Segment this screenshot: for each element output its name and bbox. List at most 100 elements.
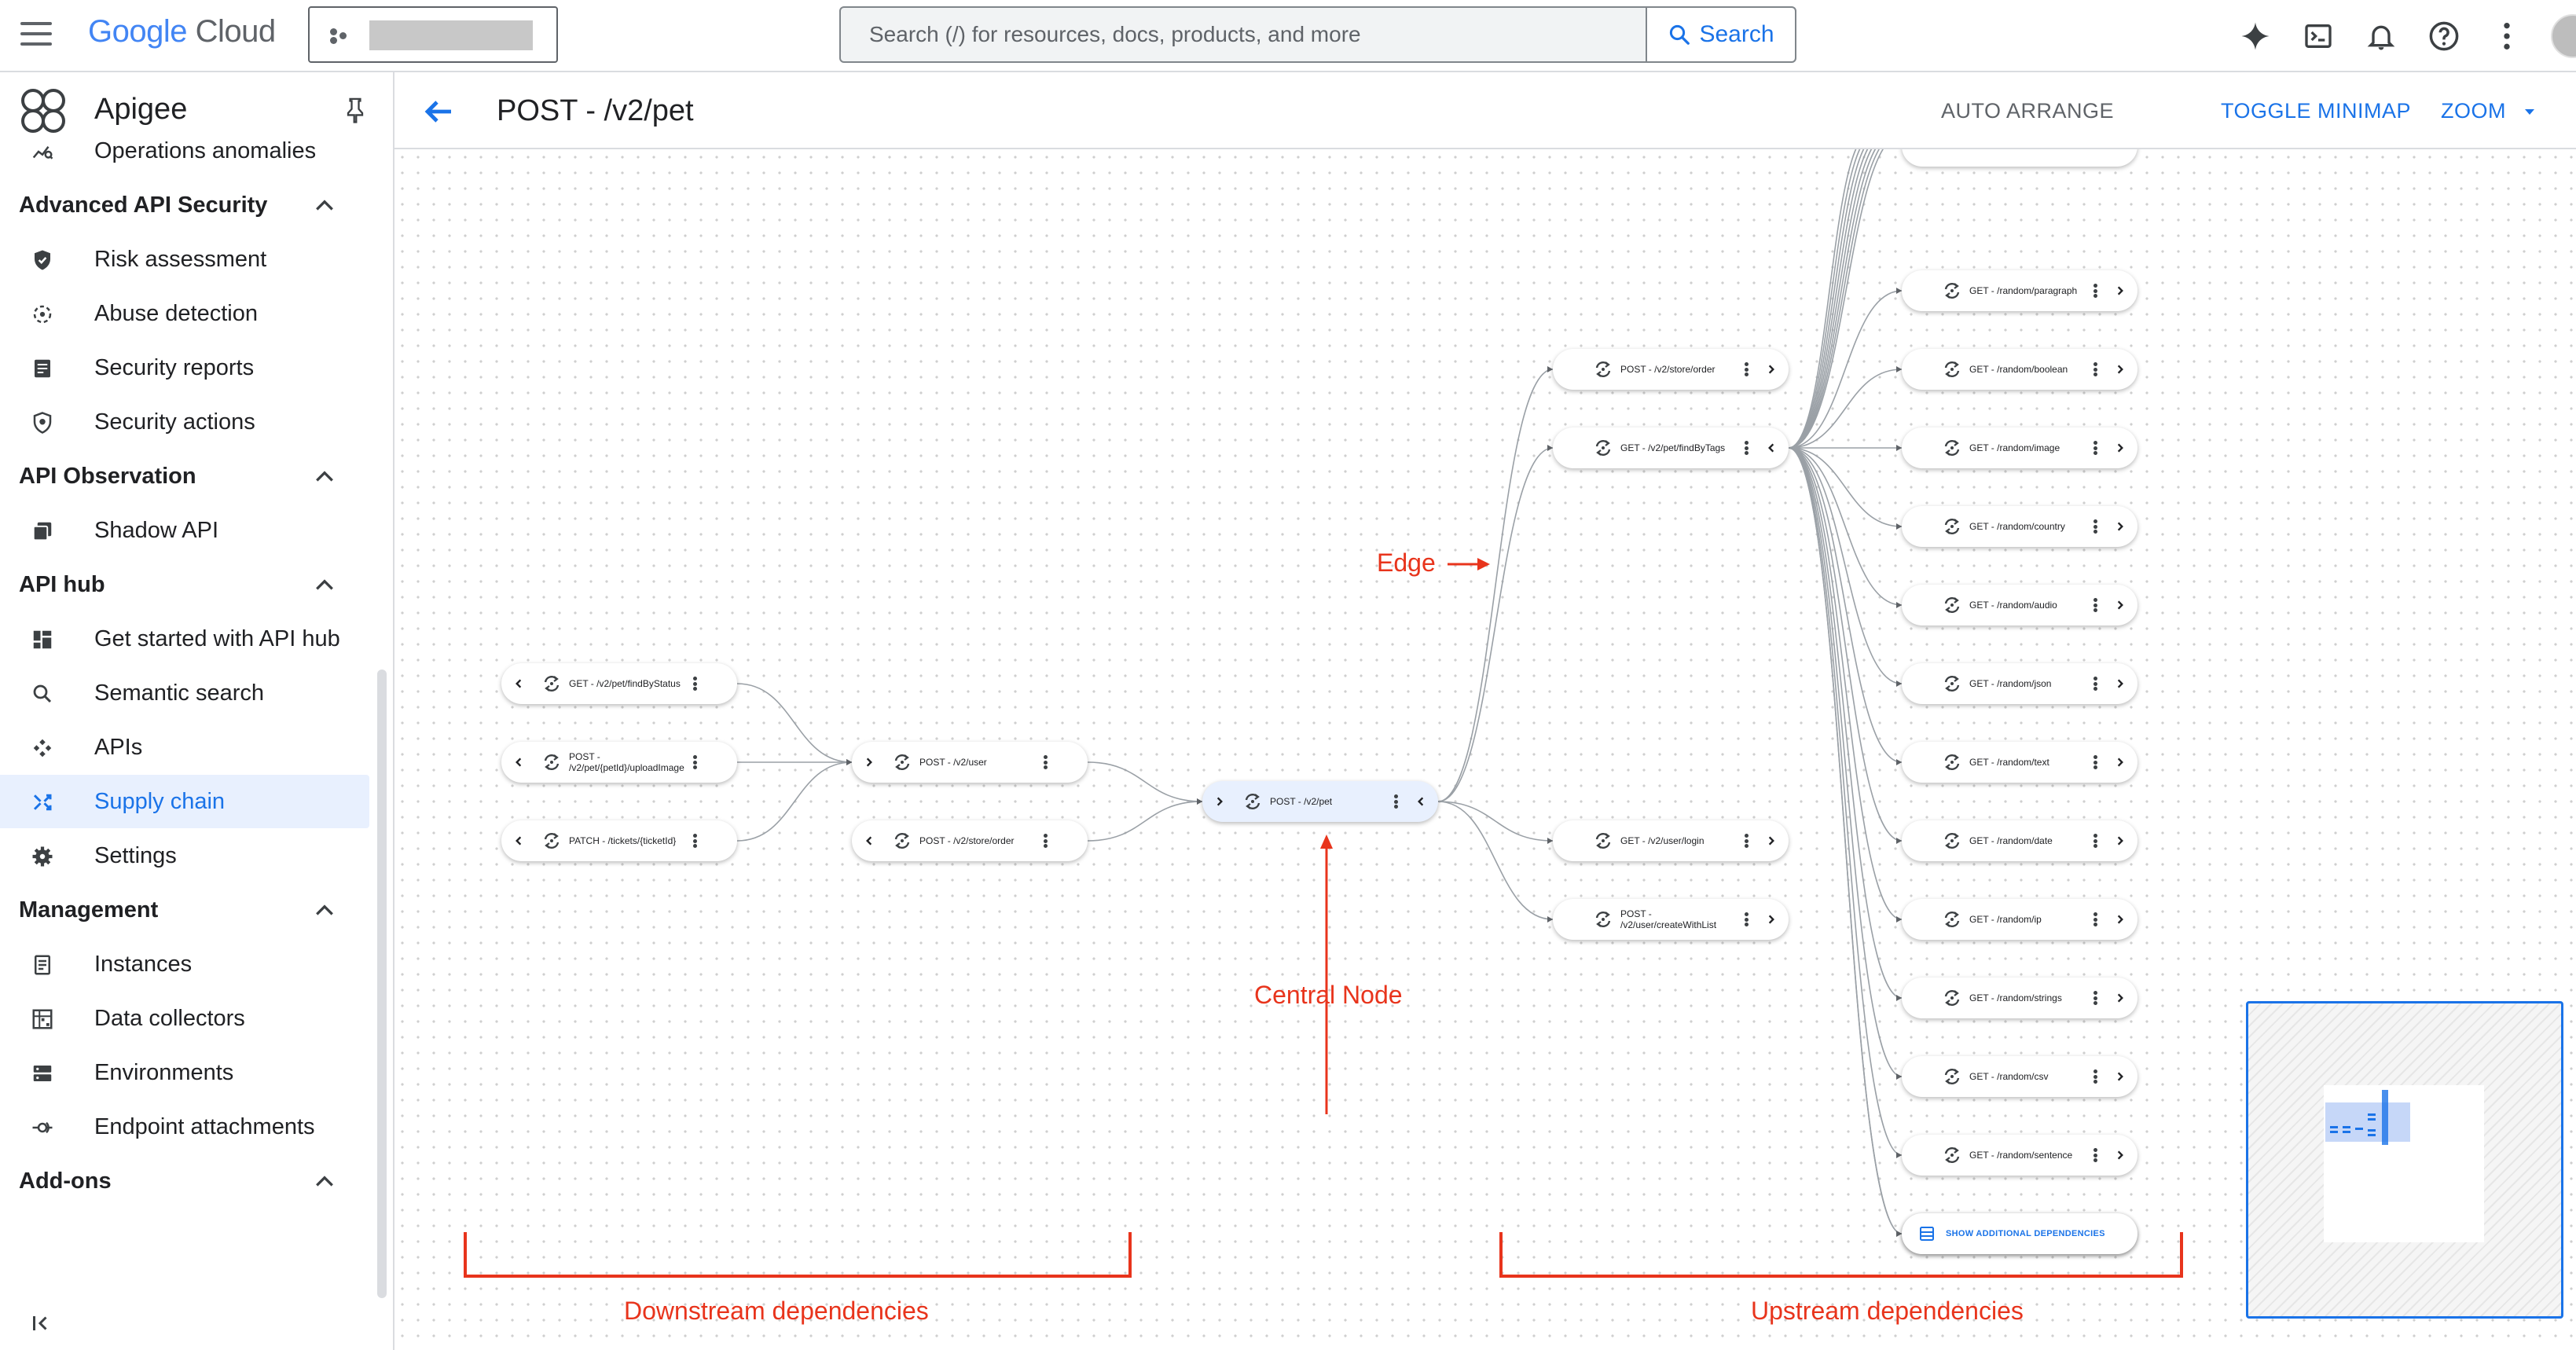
sidebar-item-settings[interactable]: Settings [0, 829, 369, 882]
node-menu-icon[interactable] [2092, 989, 2098, 1007]
node-menu-icon[interactable] [1743, 910, 1749, 929]
expand-right-chevron-icon[interactable] [1763, 440, 1779, 456]
sidebar-item-semantic-search[interactable]: Semantic search [0, 666, 369, 720]
toggle-minimap-button[interactable]: TOGGLE MINIMAP [2221, 99, 2412, 123]
graph-node-downstream[interactable]: POST - /v2/pet/{petId}/uploadImage [501, 742, 737, 783]
expand-left-chevron-icon[interactable] [861, 833, 877, 849]
expand-right-chevron-icon[interactable] [2112, 1147, 2128, 1163]
expand-left-chevron-icon[interactable] [511, 833, 527, 849]
sidebar-item-environments[interactable]: Environments [0, 1046, 369, 1099]
node-menu-icon[interactable] [1393, 792, 1399, 811]
node-menu-icon[interactable] [1743, 831, 1749, 850]
sidebar-section-advanced-api-security[interactable]: Advanced API Security [0, 178, 369, 232]
zoom-button[interactable]: ZOOM [2441, 99, 2536, 123]
graph-node-upstream[interactable]: POST - /v2/user/createWithList [1553, 899, 1789, 940]
expand-right-chevron-icon[interactable] [2112, 676, 2128, 692]
sidebar-item-apis[interactable]: APIs [0, 721, 369, 774]
minimap[interactable] [2246, 1001, 2563, 1319]
sidebar-section-management[interactable]: Management [0, 883, 369, 937]
node-menu-icon[interactable] [2092, 910, 2098, 929]
sidebar-item-supply-chain[interactable]: Supply chain [0, 775, 369, 828]
node-menu-icon[interactable] [1042, 831, 1048, 850]
expand-right-chevron-icon[interactable] [2112, 754, 2128, 770]
sidebar-item-shadow-api[interactable]: Shadow API [0, 504, 369, 557]
graph-node-upstream[interactable]: GET - /random/audio [1902, 585, 2137, 625]
expand-left-chevron-icon[interactable] [861, 754, 877, 770]
chevron-up-icon[interactable] [314, 902, 335, 918]
graph-node-upstream[interactable]: GET - /v2/pet/findByTags [1553, 427, 1789, 468]
graph-node-upstream-partial[interactable] [1902, 149, 2137, 167]
sidebar-item-security-actions[interactable]: Security actions [0, 395, 369, 449]
collapse-sidebar-icon[interactable] [28, 1309, 57, 1337]
project-picker[interactable] [308, 6, 558, 63]
node-menu-icon[interactable] [2092, 281, 2098, 300]
graph-node-upstream[interactable]: GET - /random/strings [1902, 978, 2137, 1018]
expand-left-chevron-icon[interactable] [1212, 794, 1227, 809]
sidebar-item-risk-assessment[interactable]: Risk assessment [0, 233, 369, 286]
graph-node-upstream[interactable]: GET - /random/csv [1902, 1056, 2137, 1097]
avatar[interactable] [2551, 14, 2576, 58]
graph-node-upstream[interactable]: GET - /v2/user/login [1553, 820, 1789, 861]
pin-icon[interactable] [343, 96, 368, 124]
expand-right-chevron-icon[interactable] [1763, 833, 1779, 849]
back-arrow-icon[interactable] [420, 93, 457, 130]
node-menu-icon[interactable] [2092, 596, 2098, 614]
cloud-shell-icon[interactable] [2298, 16, 2339, 57]
node-menu-icon[interactable] [2092, 360, 2098, 379]
graph-node-upstream[interactable]: GET - /random/paragraph [1902, 270, 2137, 311]
expand-left-chevron-icon[interactable] [511, 754, 527, 770]
graph-node-upstream[interactable]: GET - /random/sentence [1902, 1135, 2137, 1176]
graph-node-upstream[interactable]: POST - /v2/store/order [1553, 349, 1789, 390]
expand-right-chevron-icon[interactable] [2112, 440, 2128, 456]
node-menu-icon[interactable] [1743, 360, 1749, 379]
graph-node-central[interactable]: POST - /v2/pet [1202, 781, 1438, 822]
node-menu-icon[interactable] [2092, 1067, 2098, 1086]
sidebar-item-endpoint-attachments[interactable]: Endpoint attachments [0, 1100, 369, 1154]
graph-node-downstream[interactable]: PATCH - /tickets/{ticketId} [501, 820, 737, 861]
expand-right-chevron-icon[interactable] [2112, 361, 2128, 377]
node-menu-icon[interactable] [1743, 438, 1749, 457]
graph-node-downstream[interactable]: POST - /v2/user [852, 742, 1088, 783]
sidebar-scrollbar[interactable] [377, 669, 387, 1298]
node-menu-icon[interactable] [2092, 517, 2098, 536]
graph-node-upstream[interactable]: GET - /random/json [1902, 663, 2137, 704]
notifications-icon[interactable] [2361, 16, 2402, 57]
more-vert-icon[interactable] [2486, 16, 2527, 57]
expand-right-chevron-icon[interactable] [2112, 990, 2128, 1006]
show-additional-dependencies-button[interactable]: SHOW ADDITIONAL DEPENDENCIES [1902, 1213, 2137, 1254]
node-menu-icon[interactable] [2092, 753, 2098, 772]
graph-node-upstream[interactable]: GET - /random/date [1902, 820, 2137, 861]
node-menu-icon[interactable] [2092, 1146, 2098, 1165]
node-menu-icon[interactable] [2092, 831, 2098, 850]
chevron-up-icon[interactable] [314, 577, 335, 592]
google-cloud-logo[interactable]: Google Cloud [88, 14, 276, 50]
sidebar-item-security-reports[interactable]: Security reports [0, 341, 369, 394]
expand-right-chevron-icon[interactable] [2112, 912, 2128, 927]
sidebar-item-get-started-with-api-hub[interactable]: Get started with API hub [0, 612, 369, 666]
sidebar-item-instances[interactable]: Instances [0, 937, 369, 991]
chevron-up-icon[interactable] [314, 197, 335, 213]
graph-node-upstream[interactable]: GET - /random/ip [1902, 899, 2137, 940]
graph-node-upstream[interactable]: GET - /random/text [1902, 742, 2137, 783]
expand-right-chevron-icon[interactable] [2112, 833, 2128, 849]
sidebar-item-data-collectors[interactable]: Data collectors [0, 992, 369, 1045]
graph-node-upstream[interactable]: GET - /random/image [1902, 427, 2137, 468]
node-menu-icon[interactable] [2092, 438, 2098, 457]
expand-right-chevron-icon[interactable] [1763, 912, 1779, 927]
graph-node-upstream[interactable]: GET - /random/country [1902, 506, 2137, 547]
sidebar-section-add-ons[interactable]: Add-ons [0, 1154, 369, 1208]
expand-left-chevron-icon[interactable] [511, 676, 527, 692]
sidebar-section-api-hub[interactable]: API hub [0, 558, 369, 611]
node-menu-icon[interactable] [2092, 674, 2098, 693]
search-button[interactable]: Search [1646, 8, 1795, 61]
expand-right-chevron-icon[interactable] [2112, 597, 2128, 613]
chevron-up-icon[interactable] [314, 1173, 335, 1189]
chevron-up-icon[interactable] [314, 468, 335, 484]
expand-right-chevron-icon[interactable] [1763, 361, 1779, 377]
node-menu-icon[interactable] [692, 753, 698, 772]
sidebar-section-api-observation[interactable]: API Observation [0, 449, 369, 503]
node-menu-icon[interactable] [1042, 753, 1048, 772]
expand-right-chevron-icon[interactable] [2112, 519, 2128, 534]
graph-node-downstream[interactable]: GET - /v2/pet/findByStatus [501, 663, 737, 704]
